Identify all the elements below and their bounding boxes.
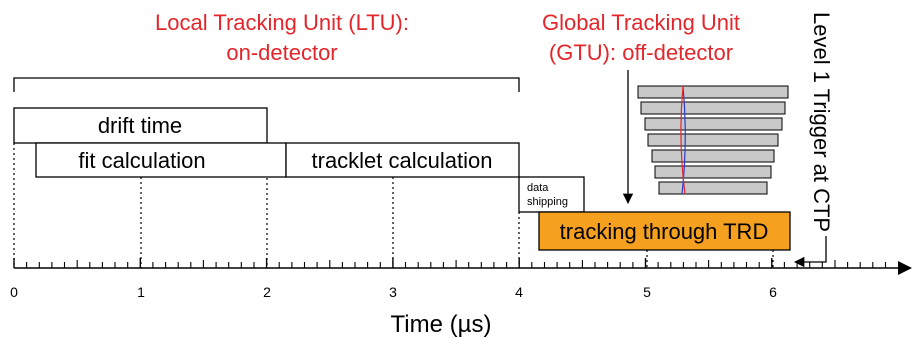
ltu-bracket (13, 77, 520, 92)
tick-label-2: 2 (263, 284, 271, 300)
drift-time-label: drift time (98, 113, 182, 138)
box-fit-calculation: fit calculation (35, 142, 287, 178)
gtu-title-line2: (GTU): off-detector (549, 40, 733, 65)
ltu-title-line1: Local Tracking Unit (LTU): (155, 10, 409, 35)
tick-label-4: 4 (515, 284, 523, 300)
axis-title: Time (µs) (391, 311, 492, 338)
fit-calculation-label: fit calculation (78, 148, 205, 173)
tick-label-5: 5 (643, 284, 651, 300)
tick-label-6: 6 (769, 284, 777, 300)
tracklet-calculation-label: tracklet calculation (312, 148, 493, 173)
box-drift-time: drift time (13, 107, 268, 144)
track-line-red (680, 85, 686, 195)
axis-arrowhead (898, 261, 912, 275)
tick-label-0: 0 (10, 284, 18, 300)
data-shipping-line2: shipping (527, 196, 568, 208)
data-shipping-line1: data (527, 182, 549, 194)
gtu-title-line1: Global Tracking Unit (542, 10, 740, 35)
trd-detector-illustration (637, 85, 789, 195)
box-tracking-through-trd: tracking through TRD (538, 211, 791, 251)
box-tracklet-calculation: tracklet calculation (285, 142, 520, 178)
tick-label-3: 3 (389, 284, 397, 300)
time-axis: 0 1 2 3 4 5 6 Time (µs) (10, 258, 912, 338)
trigger-arrow (793, 236, 827, 268)
tracking-trd-label: tracking through TRD (560, 219, 769, 244)
box-data-shipping: data shipping (518, 176, 585, 213)
trigger-label: Level 1 Trigger at CTP (809, 12, 834, 232)
tick-label-1: 1 (137, 284, 145, 300)
ltu-title-line2: on-detector (226, 40, 337, 65)
axis-minor-ticks (13, 258, 887, 268)
